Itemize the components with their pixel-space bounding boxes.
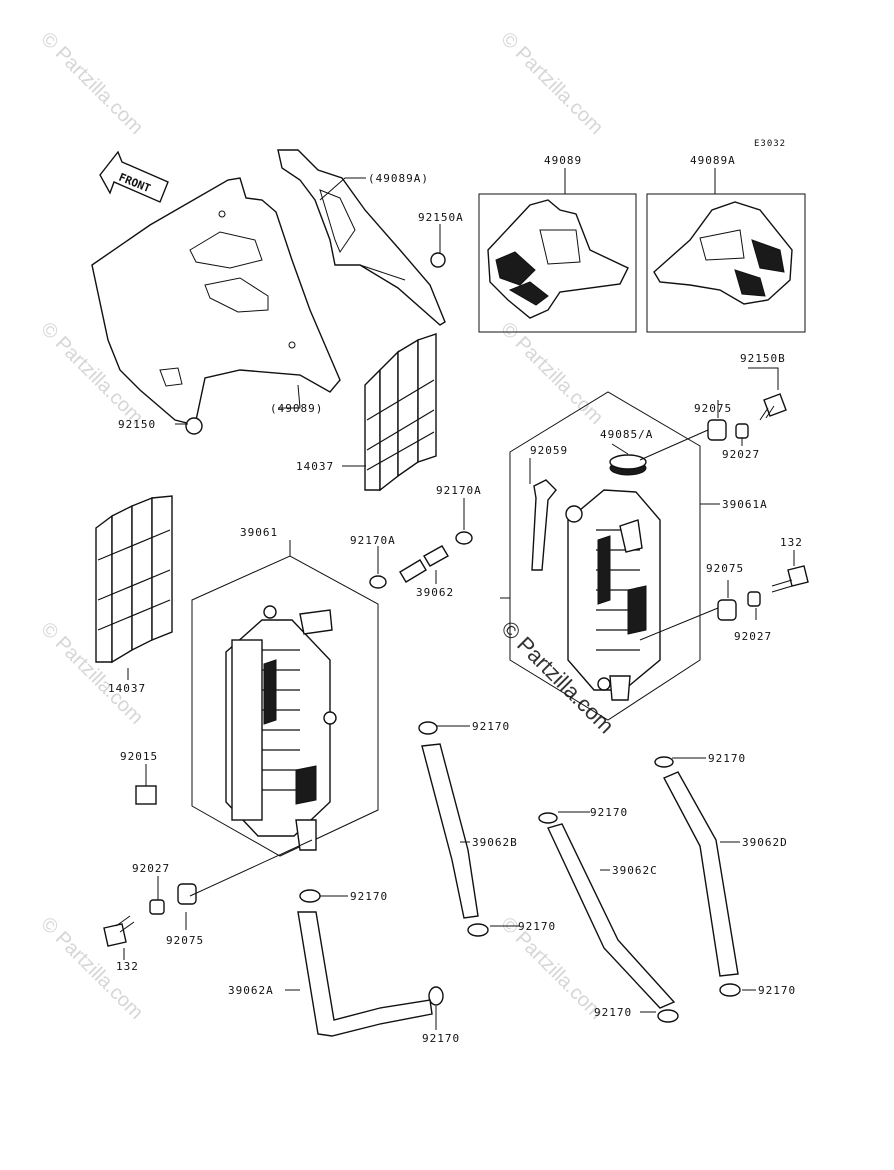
diagram-code: E3032 — [754, 139, 786, 149]
label-39062[interactable]: 39062 — [416, 586, 454, 599]
connector-pipe — [399, 545, 449, 583]
radiator-cap — [609, 454, 647, 476]
watermark-1: © Partzilla.com — [36, 28, 147, 139]
watermark-4: © Partzilla.com — [496, 318, 607, 429]
inset-box-49089a — [646, 193, 806, 333]
label-132-left[interactable]: 132 — [116, 960, 139, 973]
label-39062a[interactable]: 39062A — [228, 984, 274, 997]
label-39062b[interactable]: 39062B — [472, 836, 518, 849]
shroud-left — [91, 177, 341, 426]
label-92075-right[interactable]: 92075 — [706, 562, 744, 575]
radiator-guard-left — [95, 495, 173, 664]
label-132-right[interactable]: 132 — [780, 536, 803, 549]
label-92027-left[interactable]: 92027 — [132, 862, 170, 875]
label-92170-8[interactable]: 92170 — [422, 1032, 460, 1045]
label-92075-left[interactable]: 92075 — [166, 934, 204, 947]
hardware — [103, 252, 809, 947]
label-92170a-left[interactable]: 92170A — [350, 534, 396, 547]
inset-box-49089 — [478, 193, 637, 333]
label-92170-5[interactable]: 92170 — [518, 920, 556, 933]
label-39061a[interactable]: 39061A — [722, 498, 768, 511]
radiator-right — [509, 391, 701, 721]
label-92027-top[interactable]: 92027 — [722, 448, 760, 461]
breather-hose — [531, 479, 557, 571]
label-49089-left[interactable]: (49089) — [270, 402, 323, 415]
part-labels: (49089A) 92150A 49089 49089A (49089) 921… — [108, 154, 803, 1045]
label-92150[interactable]: 92150 — [118, 418, 156, 431]
label-49089a-inset[interactable]: 49089A — [690, 154, 736, 167]
hoses — [297, 743, 739, 1037]
label-49089-inset[interactable]: 49089 — [544, 154, 582, 167]
label-49085[interactable]: 49085/A — [600, 428, 653, 441]
label-39061[interactable]: 39061 — [240, 526, 278, 539]
label-92075-top[interactable]: 92075 — [694, 402, 732, 415]
radiator-left — [191, 555, 379, 857]
label-92170-6[interactable]: 92170 — [594, 1006, 632, 1019]
label-49089a-top[interactable]: (49089A) — [368, 172, 429, 185]
label-14037-mid[interactable]: 14037 — [296, 460, 334, 473]
front-arrow-icon: FRONT — [99, 150, 169, 203]
label-92150b[interactable]: 92150B — [740, 352, 786, 365]
hose-clamps — [299, 531, 741, 1023]
label-92170-3[interactable]: 92170 — [590, 806, 628, 819]
label-92059[interactable]: 92059 — [530, 444, 568, 457]
label-92170a-right[interactable]: 92170A — [436, 484, 482, 497]
leader-lines — [123, 177, 795, 1030]
label-92170-7[interactable]: 92170 — [758, 984, 796, 997]
label-92150a[interactable]: 92150A — [418, 211, 464, 224]
shroud-inner — [277, 149, 446, 326]
label-39062d[interactable]: 39062D — [742, 836, 788, 849]
label-92015[interactable]: 92015 — [120, 750, 158, 763]
label-14037-left[interactable]: 14037 — [108, 682, 146, 695]
label-92170-2[interactable]: 92170 — [708, 752, 746, 765]
label-92027-right[interactable]: 92027 — [734, 630, 772, 643]
label-92170-4[interactable]: 92170 — [350, 890, 388, 903]
label-92170-1[interactable]: 92170 — [472, 720, 510, 733]
watermark-2: © Partzilla.com — [496, 28, 607, 139]
radiator-guard-right — [364, 333, 437, 492]
label-39062c[interactable]: 39062C — [612, 864, 658, 877]
